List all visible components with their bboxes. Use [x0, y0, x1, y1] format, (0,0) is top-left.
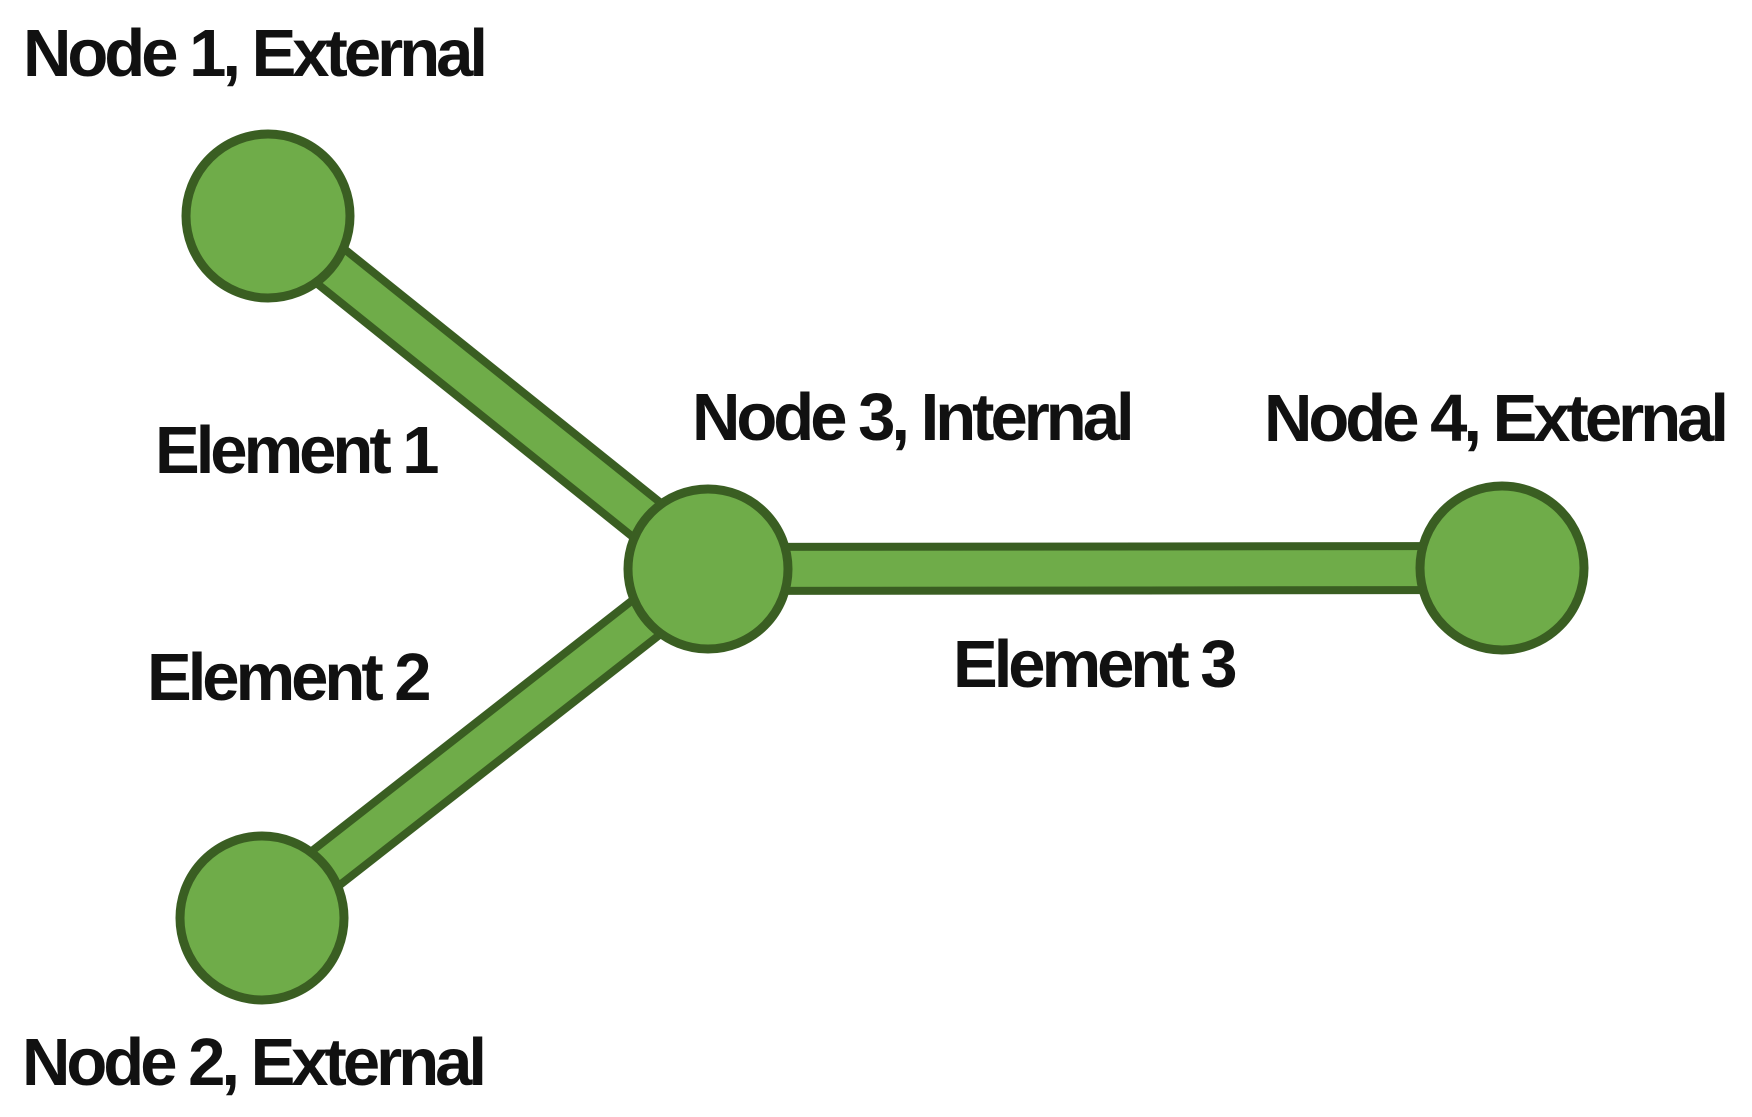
element-3-connector — [707, 542, 1503, 595]
element-2-connector — [245, 548, 725, 939]
node-3-circle — [623, 484, 793, 654]
element-1-edge — [256, 201, 720, 584]
element-3-edge — [707, 550, 1503, 587]
node-3-label: Node 3, Internal — [692, 380, 1131, 455]
node-1-label: Node 1, External — [23, 16, 484, 91]
node-4-label: Node 4, External — [1264, 381, 1725, 456]
node-2-circle — [175, 831, 349, 1005]
element-2-label: Element 2 — [147, 640, 429, 715]
element-1-label: Element 1 — [155, 413, 438, 488]
node-4-circle — [1415, 481, 1589, 655]
element-3-label: Element 3 — [953, 627, 1235, 702]
element-1-connector — [251, 195, 725, 590]
element-2-edge — [250, 554, 720, 933]
node-1-circle — [181, 129, 355, 303]
node-2-label: Node 2, External — [22, 1025, 483, 1100]
